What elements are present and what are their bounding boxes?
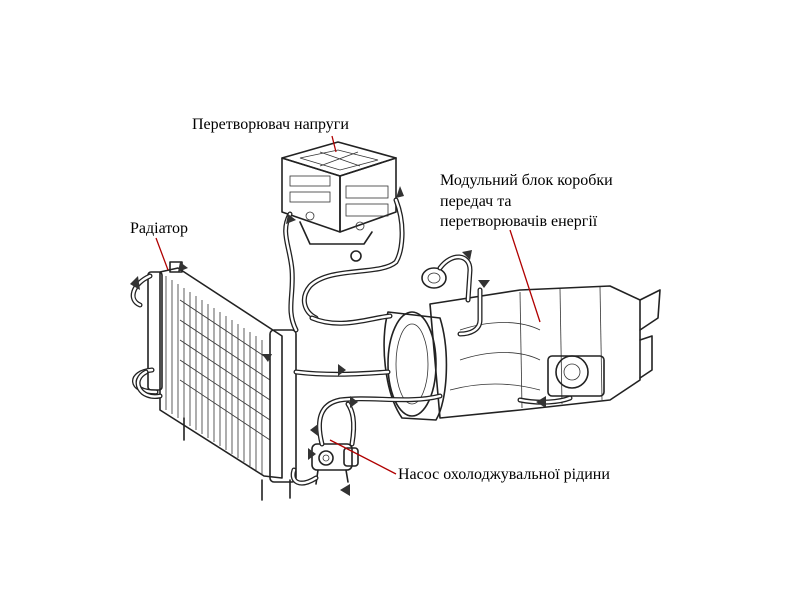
flow-arrow-radiator-top (178, 262, 188, 272)
flow-arrow-up-left (130, 276, 140, 290)
voltage-converter-illustration (281, 141, 397, 262)
flow-arrow-pump-side (308, 448, 316, 460)
leader-line-voltage-converter (331, 135, 337, 153)
flow-arrow-pump-in (310, 424, 318, 436)
label-coolant-pump: Насос охолоджувальної рідини (398, 466, 610, 483)
coolant-hoses (135, 197, 573, 486)
flow-arrow-converter-left (286, 214, 296, 224)
flow-arrow-fitting-down (478, 280, 490, 288)
flow-arrow-converter-right (396, 186, 404, 198)
flow-arrow-pump-out (340, 484, 350, 496)
leader-line-radiator (155, 237, 169, 271)
label-transmission-module-line-1: Модульний блок коробки (440, 172, 613, 189)
flow-arrows (130, 186, 546, 496)
flow-arrow-transmission-rear (536, 396, 546, 408)
flow-arrow-top-fitting (462, 250, 472, 260)
flow-arrow-to-transmission (338, 364, 346, 376)
label-transmission-module-line-3: перетворювачів енергії (440, 213, 598, 230)
coolant-pump-illustration (311, 443, 359, 485)
leader-line-coolant-pump (329, 439, 397, 475)
leader-lines (155, 135, 541, 475)
label-transmission-module-line-2: передач та (440, 193, 512, 210)
leader-line-transmission-module (509, 229, 541, 323)
label-voltage-converter: Перетворювач напруги (192, 116, 349, 133)
flow-arrow-return (350, 396, 358, 408)
flow-arrow-radiator-side (262, 354, 272, 362)
transmission-module-illustration (383, 254, 661, 421)
radiator-illustration (130, 261, 297, 501)
label-radiator: Радіатор (130, 220, 189, 237)
